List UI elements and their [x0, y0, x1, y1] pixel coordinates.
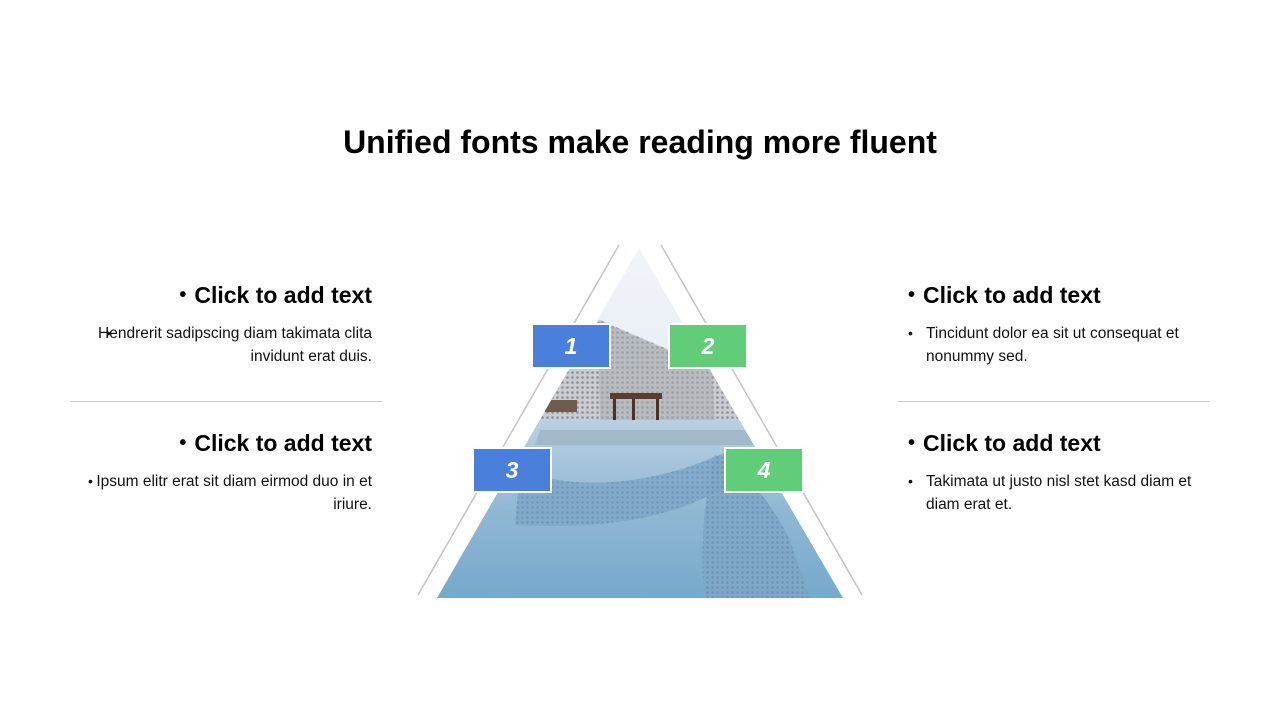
bullet-icon: •	[908, 325, 913, 341]
block-heading: •Click to add text	[908, 282, 1101, 308]
bullet-icon: •	[908, 432, 916, 454]
badge-3: 3	[472, 447, 552, 493]
bullet-icon: •	[106, 325, 111, 341]
block-body: •Takimata ut justo nisl stet kasd diam e…	[908, 470, 1218, 516]
badge-1: 1	[531, 323, 611, 369]
block-body: •Ipsum elitr erat sit diam eirmod duo in…	[62, 470, 372, 516]
divider-right	[898, 401, 1210, 402]
block-heading: •Click to add text	[179, 430, 372, 456]
badge-2: 2	[668, 323, 748, 369]
outline-left	[417, 244, 620, 596]
bullet-icon: •	[88, 473, 93, 489]
block-heading: •Click to add text	[908, 430, 1101, 456]
outline-right	[660, 244, 863, 596]
slide-title: Unified fonts make reading more fluent	[343, 124, 937, 160]
block-body: •Hendrerit sadipscing diam takimata clit…	[62, 322, 372, 368]
block-body: •Tincidunt dolor ea sit ut consequat et …	[908, 322, 1218, 368]
bullet-icon: •	[179, 284, 187, 306]
text-block-1[interactable]: •Click to add text •Hendrerit sadipscing…	[62, 280, 372, 368]
text-block-4[interactable]: •Click to add text •Takimata ut justo ni…	[908, 428, 1218, 516]
bullet-icon: •	[179, 432, 187, 454]
bullet-icon: •	[908, 284, 916, 306]
bullet-icon: •	[908, 473, 913, 489]
building-photo	[437, 248, 843, 598]
divider-left	[70, 401, 382, 402]
text-block-3[interactable]: •Click to add text •Ipsum elitr erat sit…	[62, 428, 372, 516]
badge-4: 4	[724, 447, 804, 493]
block-heading: •Click to add text	[179, 282, 372, 308]
text-block-2[interactable]: •Click to add text •Tincidunt dolor ea s…	[908, 280, 1218, 368]
